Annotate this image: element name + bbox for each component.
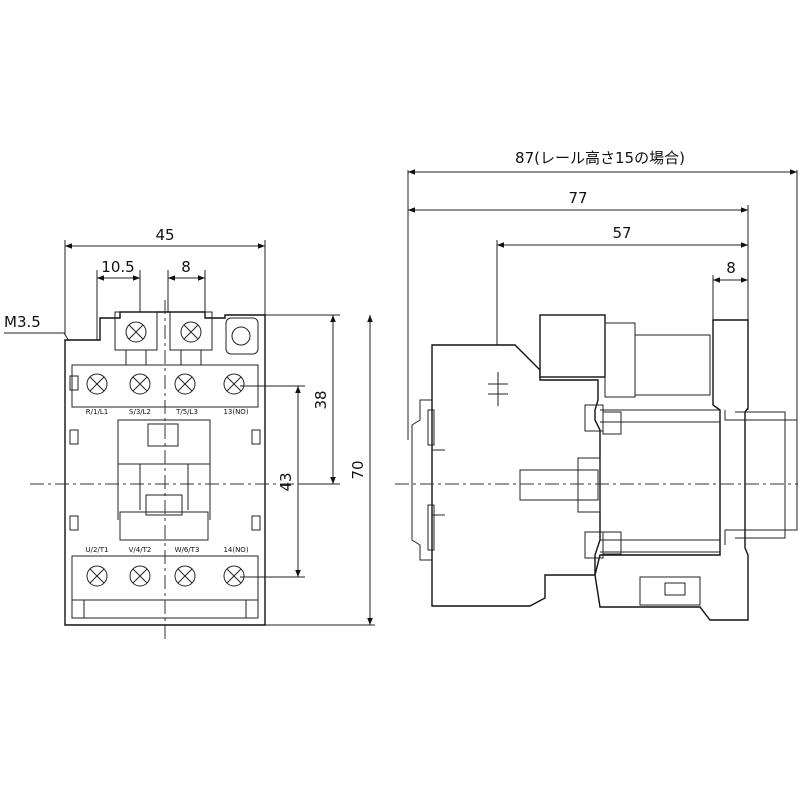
dim-pitch-a: 10.5 (101, 258, 134, 276)
terminal-screw-icon (86, 565, 108, 587)
terminal-label-bottom: U/2/T1 (85, 546, 108, 554)
dim-mount-height: 38 (312, 390, 330, 409)
terminal-screw-icon (223, 373, 245, 395)
terminal-screw-icon (174, 565, 196, 587)
side-top-block (539, 314, 606, 378)
dim-height-overall: 70 (349, 460, 367, 479)
terminal-screw-icon (223, 565, 245, 587)
side-body-outline (431, 344, 601, 607)
din-rail-clip (724, 410, 798, 545)
dim-depth-to-front: 57 (612, 224, 631, 242)
terminal-label-top: R/1/L1 (86, 408, 108, 416)
terminal-label-bottom: W/6/T3 (175, 546, 200, 554)
screw-size-label: M3.5 (4, 313, 41, 331)
dim-depth: 77 (568, 189, 587, 207)
terminal-screw-icon (129, 373, 151, 395)
dim-width-overall: 45 (155, 226, 174, 244)
dim-terminal-span: 43 (277, 472, 295, 491)
dim-rail-offset: 8 (726, 259, 736, 277)
terminal-label-top: 13(NO) (223, 408, 248, 416)
terminal-label-top: T/5/L3 (175, 408, 198, 416)
side-view: 87(レール高さ15の場合) 77 57 8 (395, 149, 798, 621)
dim-pitch-b: 8 (181, 258, 191, 276)
terminal-screw-icon (129, 565, 151, 587)
side-rear-frame (594, 319, 749, 621)
terminal-screw-icon (86, 373, 108, 395)
top-aux-screw-icon (125, 321, 147, 343)
terminal-label-bottom: V/4/T2 (129, 546, 152, 554)
front-view: 45 10.5 8 M3.5 (4, 226, 375, 640)
dim-depth-with-rail: 87(レール高さ15の場合) (515, 149, 685, 167)
top-aux-screw-icon (180, 321, 202, 343)
terminal-label-top: S/3/L2 (129, 408, 151, 416)
terminal-screw-icon (174, 373, 196, 395)
terminal-label-bottom: 14(NO) (223, 546, 248, 554)
